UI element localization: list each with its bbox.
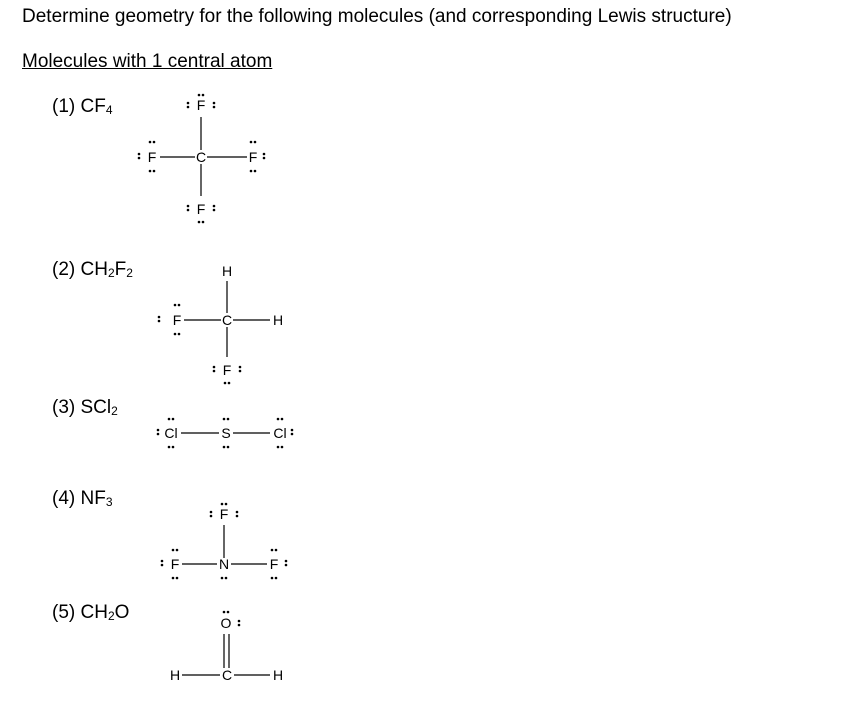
atom-left: Cl — [164, 425, 177, 441]
atom-right: H — [273, 667, 283, 683]
molecule-number: (3) — [52, 397, 81, 418]
lone-pairs — [157, 303, 242, 385]
atom-top: O — [221, 615, 232, 631]
lone-pairs — [137, 93, 266, 224]
atom-bottom: F — [223, 362, 232, 378]
molecule-label-2: (2) CH2F2 — [52, 259, 133, 281]
formula-subscript: 2 — [126, 266, 133, 280]
formula-text: CF — [80, 96, 106, 117]
atom-right: F — [249, 149, 258, 165]
atom-left: H — [170, 667, 180, 683]
molecule-label-3: (3) SCl2 — [52, 397, 118, 419]
atom-right: H — [273, 312, 283, 328]
lewis-structure-ch2o: O H C H — [170, 610, 283, 683]
molecule-number: (4) — [52, 488, 81, 509]
page-title: Determine geometry for the following mol… — [22, 6, 732, 27]
formula-text: F — [114, 259, 127, 280]
formula-subscript: 4 — [105, 103, 113, 117]
lone-pairs — [222, 610, 241, 627]
molecule-label-5: (5) CH2O — [52, 602, 129, 624]
atom-center: C — [222, 312, 232, 328]
formula-text: CH — [80, 602, 108, 623]
atom-left: F — [171, 556, 180, 572]
lewis-structure-cf4: F F C F F — [137, 93, 266, 224]
atom-center: C — [222, 667, 232, 683]
molecule-number: (2) — [52, 259, 81, 280]
lewis-structure-scl2: Cl S Cl — [156, 417, 294, 449]
atom-left: F — [173, 312, 182, 328]
lone-pairs — [156, 417, 294, 449]
formula-text: SCl — [80, 397, 112, 418]
atom-center: C — [196, 149, 206, 165]
molecule-label-1: (1) CF4 — [52, 96, 113, 118]
atom-left: F — [148, 149, 157, 165]
atom-top: F — [197, 97, 206, 113]
formula-text: O — [114, 602, 130, 623]
formula-subscript: 2 — [111, 404, 118, 418]
atom-center: S — [221, 425, 230, 441]
lewis-structure-nf3: F F N F — [160, 502, 288, 580]
atom-right: Cl — [273, 425, 286, 441]
lone-pairs — [160, 502, 288, 580]
section-heading: Molecules with 1 central atom — [22, 51, 273, 72]
formula-text: NF — [80, 488, 106, 509]
molecule-number: (1) — [52, 96, 81, 117]
molecule-label-4: (4) NF3 — [52, 488, 113, 510]
atom-bottom: F — [197, 201, 206, 217]
formula-subscript: 3 — [105, 495, 113, 509]
formula-text: CH — [80, 259, 108, 280]
atom-right: F — [270, 556, 279, 572]
formula-subscript: 2 — [107, 609, 115, 623]
atom-top: H — [222, 263, 232, 279]
atom-center: N — [219, 556, 229, 572]
atom-top: F — [220, 506, 229, 522]
lewis-structure-ch2f2: H F C H F — [157, 263, 283, 385]
molecule-number: (5) — [52, 602, 81, 623]
formula-subscript: 2 — [107, 266, 115, 280]
